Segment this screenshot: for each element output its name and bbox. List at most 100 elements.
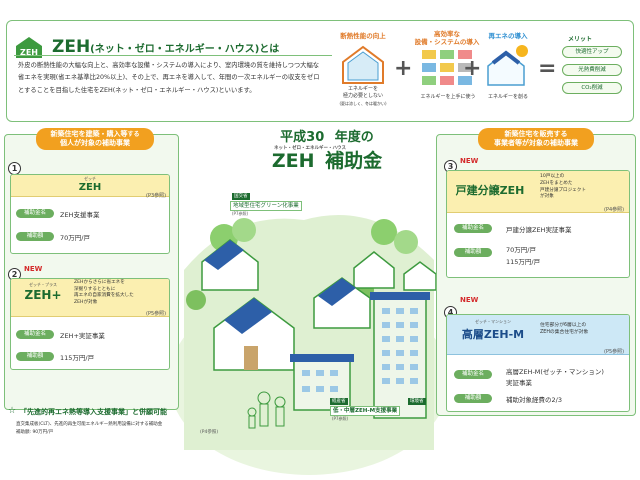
zeh-plus-card-amount: 115万円/戸 <box>60 354 95 362</box>
detached-zeh-card-banner <box>447 171 629 213</box>
zeh-plus-card-ruby: ゼッチ・プラス <box>29 282 57 287</box>
insulation-caption-line3: (夏は涼しく、冬は暖かい) <box>339 101 387 106</box>
business-header-line1: 新築住宅を販売する <box>504 130 568 138</box>
grant-year-title: 平成30 年度の ネット・ゼロ・エネルギー・ハウス ZEH 補助金 <box>262 126 392 171</box>
formula-equipment-title: 高効率な 設備・システムの導入 <box>412 30 482 46</box>
formula-insulation-title: 断熱性能の向上 <box>340 32 386 40</box>
detached-zeh-card-project-label: 補助金名 <box>454 224 492 233</box>
detached-zeh-card-description: 10戸以上の ZEHをまとめた 戸建分譲プロジェクト が対象 <box>540 174 586 201</box>
grant-title-zeh: ZEH <box>271 150 315 172</box>
regional-green-housing-project: 地域型住宅グリーン化事業 <box>230 201 302 211</box>
lowmid-zehm-ref: (P7参照) <box>332 416 349 421</box>
plus-sign-1: + <box>394 56 413 81</box>
individual-header-suffix: する <box>127 131 140 138</box>
meti-tag: 経産省 <box>330 398 348 405</box>
highrise-zehm-card-ref: (P5参照) <box>604 349 625 355</box>
concurrent-application-ref: (P4参照) <box>200 430 219 435</box>
title-underline <box>14 55 332 56</box>
moe-tag: 環境省 <box>408 398 426 405</box>
highrise-zehm-card-description: 住宅部分が6層以上の ZEHの集合住宅が対象 <box>540 322 588 336</box>
formula-equipment-caption: エネルギーを上手に使う <box>420 94 476 100</box>
star-icon: ☆ <box>8 406 17 416</box>
grant-year-suffix: 年度の <box>334 130 374 145</box>
zeh-card-ref: (P3参照) <box>146 193 167 199</box>
merit-comfort: 快適性アップ <box>562 46 622 58</box>
grant-title-subsidy: 補助金 <box>325 150 383 172</box>
concurrent-application-note: ☆ 「先進的再エネ熱等導入支援事業」と併願可能 直交集成板(CLT)、先進的再生… <box>4 404 236 474</box>
detached-zeh-desc-line4: が対象 <box>540 194 554 200</box>
zeh-card-title: ZEH <box>78 182 102 193</box>
zeh-plus-card-project-label: 補助金名 <box>16 330 54 339</box>
zeh-plus-card-banner <box>11 279 169 317</box>
formula-renewable-title: 再エネの導入 <box>488 32 528 40</box>
detached-zeh-desc-line1: 10戸以上の <box>540 174 565 179</box>
highrise-zehm-card-project-1: 高層ZEH-M(ゼッチ・マンション) <box>506 368 604 376</box>
zeh-plus-desc-line2: 深掘りするとともに <box>74 286 116 292</box>
equipment-title-line1: 高効率な <box>434 30 460 38</box>
mlit-tag: 国交省 <box>232 193 250 200</box>
detached-zeh-card-amount-label: 補助額 <box>454 248 492 257</box>
merit-title: メリット <box>568 36 593 43</box>
grant-year: 平成30 <box>280 130 325 145</box>
concurrent-application-line1: 直交集成板(CLT)、先進的再生可能エネルギー熱利用設備に対する補助金 <box>16 422 163 427</box>
detached-zeh-desc-line2: ZEHをまとめた <box>540 180 573 186</box>
merit-utility-cost: 光熱費削減 <box>562 64 622 76</box>
town-illustration <box>169 150 449 480</box>
plus-sign-2: + <box>463 56 482 81</box>
business-header-line2: 事業者等が対象の補助事業 <box>494 139 578 147</box>
zeh-plus-desc-line3: 再エネの自家消費を拡大した <box>74 293 134 299</box>
lowmid-zehm-project: 低・中層ZEH-M支援事業 <box>330 406 401 416</box>
zeh-plus-card-amount-label: 補助額 <box>16 352 54 361</box>
card2-new-badge: NEW <box>24 265 43 273</box>
equipment-title-line2: 設備・システムの導入 <box>414 38 480 46</box>
definition-title: ZEH(ネット・ゼロ・エネルギー・ハウス)とは <box>52 37 279 57</box>
efficient-equipment-icon <box>420 48 476 90</box>
insulated-house-icon <box>340 44 386 84</box>
zeh-card-amount: 70万円/戸 <box>60 234 90 242</box>
insulation-caption-line1: エネルギーを <box>347 86 378 92</box>
definition-title-sub: (ネット・ゼロ・エネルギー・ハウス)とは <box>90 44 280 55</box>
highrise-zehm-card-banner <box>447 315 629 355</box>
zeh-plus-desc-line1: ZEHからさらに省エネを <box>74 280 125 285</box>
business-subsidy-header: 新築住宅を販売する 事業者等が対象の補助事業 <box>478 128 594 150</box>
detached-zeh-card-project: 戸建分譲ZEH実証事業 <box>506 226 572 234</box>
zeh-card-banner <box>11 175 169 197</box>
grant-title-ruby: ネット・ゼロ・エネルギー・ハウス <box>274 146 346 151</box>
svg-text:ZEH: ZEH <box>20 48 38 57</box>
highrise-zehm-card-amount-label: 補助額 <box>454 394 492 403</box>
individual-header-line1: 新築住宅を建築・購入等 <box>50 130 128 138</box>
formula-insulation-caption: エネルギーを 極力必要としない (夏は涼しく、冬は暖かい) <box>330 86 396 107</box>
detached-zeh-desc-line3: 戸建分譲プロジェクト <box>540 187 586 193</box>
definition-title-main: ZEH <box>52 37 91 57</box>
highrise-zehm-card-title: 高層ZEH-M <box>461 328 525 341</box>
zeh-plus-card-description: ZEHからさらに省エネを 深掘りするとともに 再エネの自家消費を拡大した ZEH… <box>74 280 134 306</box>
card3-new-badge: NEW <box>460 157 479 165</box>
individual-subsidy-header: 新築住宅を建築・購入等する 個人が対象の補助事業 <box>36 128 154 150</box>
detached-zeh-card-ref: (P4参照) <box>604 207 625 213</box>
zeh-card-amount-label: 補助額 <box>16 232 54 241</box>
detached-zeh-card-amount-1: 70万円/戸 <box>506 246 536 254</box>
concurrent-application-line2: 補助額: 90万円/戸 <box>16 430 54 435</box>
solar-house-icon <box>484 42 532 86</box>
zeh-card-ruby: ゼッチ <box>84 176 96 181</box>
zeh-card-project: ZEH支援事業 <box>60 211 100 219</box>
zeh-definition-box <box>6 20 634 122</box>
highrise-zehm-card-amount: 補助対象経費の2/3 <box>506 396 562 404</box>
zeh-plus-card-project: ZEH+実証事業 <box>60 332 105 340</box>
detached-zeh-card-amount-2: 115万円/戸 <box>506 258 541 266</box>
detached-zeh-card-title: 戸建分譲ZEH <box>455 184 525 197</box>
zeh-plus-card-title: ZEH+ <box>24 288 62 302</box>
insulation-caption-line2: 極力必要としない <box>342 93 383 99</box>
zeh-plus-desc-line4: ZEHが対象 <box>74 299 98 305</box>
zeh-plus-card-ref: (P5参照) <box>146 311 167 317</box>
merit-co2: CO₂削減 <box>562 82 622 94</box>
card4-new-badge: NEW <box>460 296 479 304</box>
highrise-zehm-desc-line1: 住宅部分が6層以上の <box>540 323 587 328</box>
highrise-zehm-card-project-label: 補助金名 <box>454 370 492 379</box>
zeh-card-project-label: 補助金名 <box>16 209 54 218</box>
highrise-zehm-card-ruby: ゼッチ・マンション <box>475 319 511 324</box>
concurrent-application-headline: 「先進的再エネ熱等導入支援事業」と併願可能 <box>20 408 167 416</box>
regional-green-housing-ref: (P7参照) <box>232 211 249 216</box>
individual-header-line2: 個人が対象の補助事業 <box>60 139 130 147</box>
formula-renewable-caption: エネルギーを創る <box>487 94 528 100</box>
